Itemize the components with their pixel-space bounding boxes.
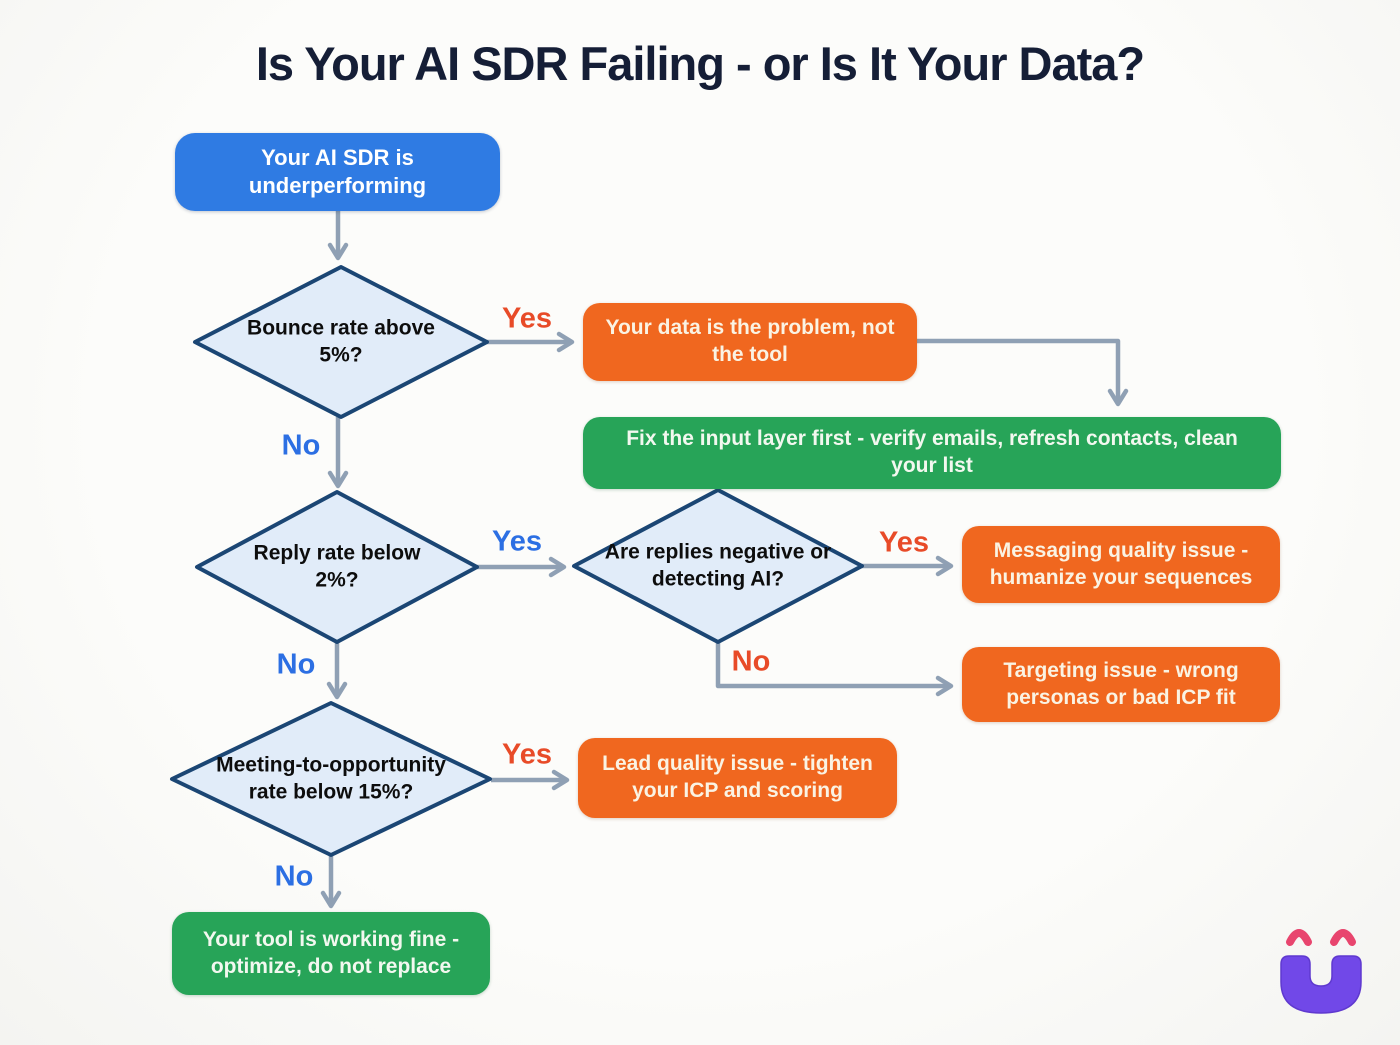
decision-bounce-rate-label: Bounce rate above 5%? — [247, 316, 435, 367]
edge-label-negative-no: No — [731, 645, 771, 678]
diamond-meeting-rate — [170, 701, 492, 857]
smiling-u-logo — [1280, 929, 1362, 1014]
outcome-tool-fine: Your tool is working fine - optimize, do… — [172, 912, 490, 995]
outcome-targeting-issue: Targeting issue - wrong personas or bad … — [962, 647, 1280, 722]
decision-meeting-rate-label: Meeting-to-opportunity rate below 15%? — [216, 753, 446, 804]
edge-negative-no — [715, 642, 954, 697]
diamond-bounce-rate — [193, 265, 489, 419]
outcome-data-problem: Your data is the problem, not the tool — [583, 303, 917, 381]
edge-label-bounce-no: No — [281, 429, 321, 462]
edge-label-meeting-yes: Yes — [502, 738, 552, 771]
decision-reply-rate-label: Reply rate below 2%? — [253, 541, 421, 592]
decision-diamonds — [170, 265, 864, 857]
edge-dataproblem-to-fix — [917, 338, 1129, 407]
page-title: Is Your AI SDR Failing - or Is It Your D… — [255, 37, 1145, 90]
edge-label-reply-no: No — [276, 648, 316, 681]
outcome-lead-quality: Lead quality issue - tighten your ICP an… — [578, 738, 897, 818]
logo-right-eyebrow-arc — [1330, 929, 1356, 946]
connectors — [320, 211, 1129, 909]
logo-left-eyebrow-arc — [1286, 929, 1312, 946]
decision-replies-negative-label: Are replies negative or detecting AI? — [604, 540, 832, 591]
diamond-reply-rate — [195, 490, 479, 644]
edge-label-reply-yes: Yes — [492, 525, 542, 558]
edge-label-meeting-no: No — [274, 860, 314, 893]
outcome-fix-input-layer: Fix the input layer first - verify email… — [583, 417, 1281, 489]
diamond-replies-negative — [572, 488, 864, 644]
outcome-messaging-quality: Messaging quality issue - humanize your … — [962, 526, 1280, 603]
edge-label-bounce-yes: Yes — [502, 302, 552, 335]
logo-u-shape — [1280, 955, 1362, 1014]
edge-label-negative-yes: Yes — [879, 526, 929, 559]
start-node: Your AI SDR is underperforming — [175, 133, 500, 211]
